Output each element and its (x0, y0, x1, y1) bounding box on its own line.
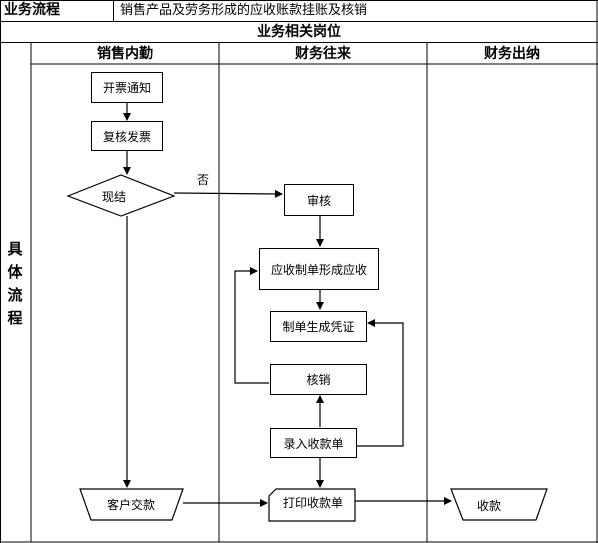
side-label-process: 具 体 流 程 (4, 238, 26, 330)
header-left-label: 业务流程 (4, 2, 60, 18)
side-label-char: 流 (7, 286, 23, 304)
customer-pay-shape (79, 488, 184, 521)
node-cash-settle-label: 现结 (101, 190, 126, 204)
edge-decision-audit (173, 189, 283, 198)
header-row: 业务流程 销售产品及劳务形成的应收账款挂账及核销 (0, 0, 598, 22)
edge-label-no: 否 (197, 173, 210, 187)
edge-writeoff-receivable (234, 267, 269, 384)
node-invoice-notice: 开票通知 (91, 72, 163, 103)
side-label-char: 程 (7, 309, 23, 327)
node-receivable-form: 应收制单形成应收 (259, 248, 379, 290)
node-writeoff: 核销 (270, 364, 367, 395)
side-label-char: 具 (7, 240, 23, 258)
column-title-cashier: 财务出纳 (484, 46, 540, 62)
edge-enter-voucher (357, 319, 404, 447)
header-right-label: 销售产品及劳务形成的应收账款挂账及核销 (120, 3, 368, 18)
node-audit: 审核 (284, 184, 354, 216)
node-voucher: 制单生成凭证 (270, 311, 367, 342)
section-title: 业务相关岗位 (0, 22, 598, 43)
decision-diamond (66, 174, 176, 217)
header-divider (113, 0, 114, 22)
column-title-finance-accounts: 财务往来 (295, 46, 351, 62)
node-enter-receipt: 录入收款单 (270, 428, 357, 458)
node-customer-pay: 客户交款 (106, 498, 155, 512)
print-receipt-shape (268, 488, 356, 522)
node-review-invoice: 复核发票 (91, 121, 163, 151)
node-print-receipt: 打印收款单 (282, 496, 343, 510)
column-title-sales: 销售内勤 (97, 46, 153, 62)
side-label-char: 体 (7, 263, 23, 281)
node-receive: 收款 (476, 499, 501, 513)
receive-shape (450, 488, 548, 521)
